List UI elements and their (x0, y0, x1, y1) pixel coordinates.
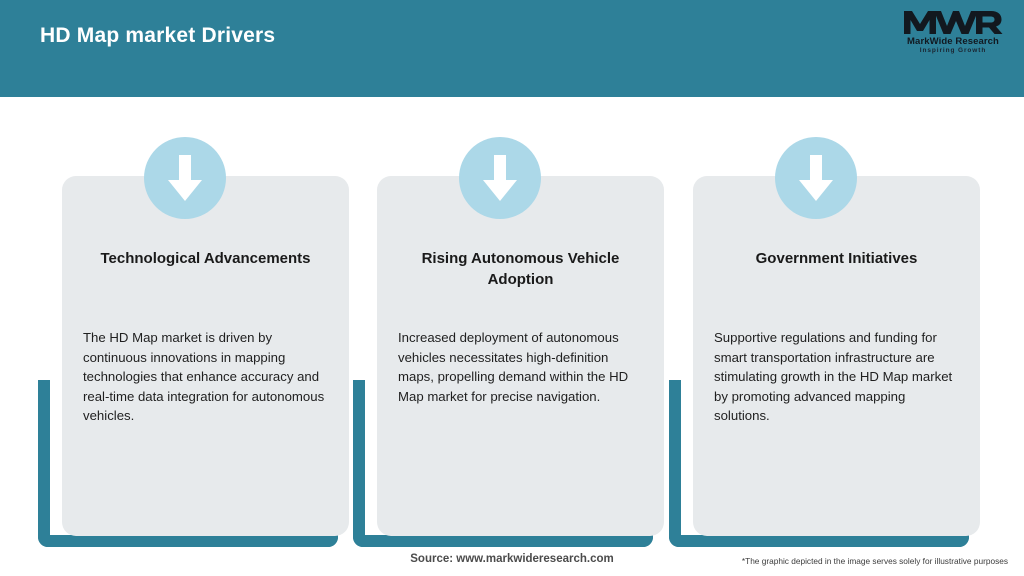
card-panel: Rising Autonomous Vehicle Adoption Incre… (377, 176, 664, 536)
card-description: Increased deployment of autonomous vehic… (398, 330, 629, 404)
page-header: HD Map market Drivers MarkWide Research … (0, 0, 1024, 97)
down-arrow-icon (459, 137, 541, 219)
content-stage: Technological Advancements The HD Map ma… (0, 97, 1024, 576)
card-panel: Government Initiatives Supportive regula… (693, 176, 980, 536)
logo-company-name: MarkWide Research (907, 36, 999, 47)
card-description: Supportive regulations and funding for s… (714, 330, 953, 423)
driver-card-3: Government Initiatives Supportive regula… (669, 97, 980, 557)
driver-card-1: Technological Advancements The HD Map ma… (38, 97, 349, 557)
down-arrow-icon (144, 137, 226, 219)
markwide-research-logo: MarkWide Research Inspiring Growth (900, 9, 1006, 61)
mwr-logo-mark (904, 11, 1003, 34)
disclaimer-label: *The graphic depicted in the image serve… (741, 556, 1008, 566)
card-title: Technological Advancements (100, 250, 311, 267)
card-description: The HD Map market is driven by continuou… (83, 330, 325, 423)
card-title: Rising Autonomous Vehicle Adoption (421, 250, 620, 288)
card-panel: Technological Advancements The HD Map ma… (62, 176, 349, 536)
card-title: Government Initiatives (755, 250, 918, 267)
down-arrow-glyph (483, 155, 517, 201)
down-arrow-icon (775, 137, 857, 219)
driver-card-2: Rising Autonomous Vehicle Adoption Incre… (353, 97, 664, 557)
down-arrow-glyph (168, 155, 202, 201)
logo-tagline: Inspiring Growth (919, 47, 987, 54)
down-arrow-glyph (799, 155, 833, 201)
page-title: HD Map market Drivers (40, 24, 276, 47)
source-label: Source: www.markwideresearch.com (410, 553, 614, 565)
